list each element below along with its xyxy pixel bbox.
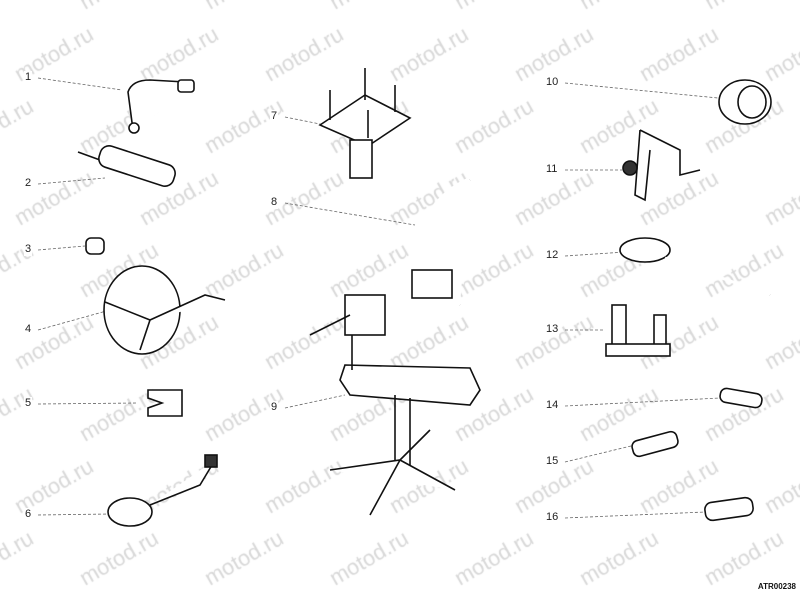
tool-2-puller	[77, 145, 176, 187]
callout-9: 9	[270, 401, 279, 414]
callout-3: 3	[24, 243, 33, 256]
tool-4-degree-wheel	[103, 265, 226, 355]
tool-3-bushing	[85, 237, 105, 255]
callout-8: 8	[270, 196, 279, 209]
callout-16: 16	[545, 511, 560, 524]
tool-12-ring-spanner	[619, 237, 771, 297]
tool-7-mounting-plate	[318, 68, 412, 179]
tool-8-support-arm	[411, 177, 472, 307]
callout-1: 1	[24, 71, 33, 84]
callout-10: 10	[545, 76, 560, 89]
callout-7: 7	[270, 110, 279, 123]
callout-11: 11	[545, 163, 559, 176]
tool-16-sleeve	[704, 496, 754, 522]
drawing-code: ATR00238	[757, 582, 796, 592]
callout-12: 12	[545, 249, 560, 262]
tool-9-engine-stand	[309, 294, 481, 516]
tool-13-frame-gauge	[605, 304, 671, 357]
tool-11-bracket	[622, 129, 701, 202]
leader-lines	[37, 77, 721, 519]
tool-15-drift	[631, 430, 679, 458]
tool-5-shim-plate	[147, 389, 183, 417]
callout-13: 13	[545, 323, 560, 336]
callout-5: 5	[24, 397, 33, 410]
callout-2: 2	[24, 177, 33, 190]
callout-15: 15	[545, 455, 560, 468]
callout-14: 14	[545, 399, 560, 412]
callout-4: 4	[24, 323, 33, 336]
tool-1-hook-wrench	[127, 79, 195, 134]
tool-6-strap-wrench	[107, 454, 218, 527]
callout-6: 6	[24, 508, 33, 521]
tool-14-pin	[719, 387, 763, 409]
tool-10-ring	[718, 79, 772, 125]
